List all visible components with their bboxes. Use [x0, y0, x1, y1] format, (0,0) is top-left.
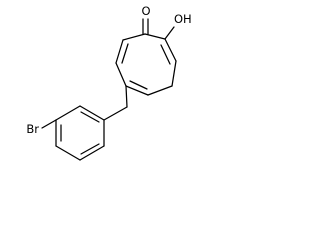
carbonyl-double-bond: [142, 18, 149, 35]
tropolone-ring: [115, 33, 177, 96]
bromine-bond: [41, 119, 57, 129]
hydroxyl-bond: [164, 26, 175, 40]
bromine-label: Br: [26, 122, 39, 136]
methylene-bridge: [103, 85, 128, 121]
hydroxyl-label: OH: [174, 12, 192, 26]
bromophenyl-ring: [55, 105, 105, 161]
carbonyl-oxygen-label: O: [141, 4, 150, 18]
chemical-structure-diagram: O OH Br: [26, 4, 192, 161]
